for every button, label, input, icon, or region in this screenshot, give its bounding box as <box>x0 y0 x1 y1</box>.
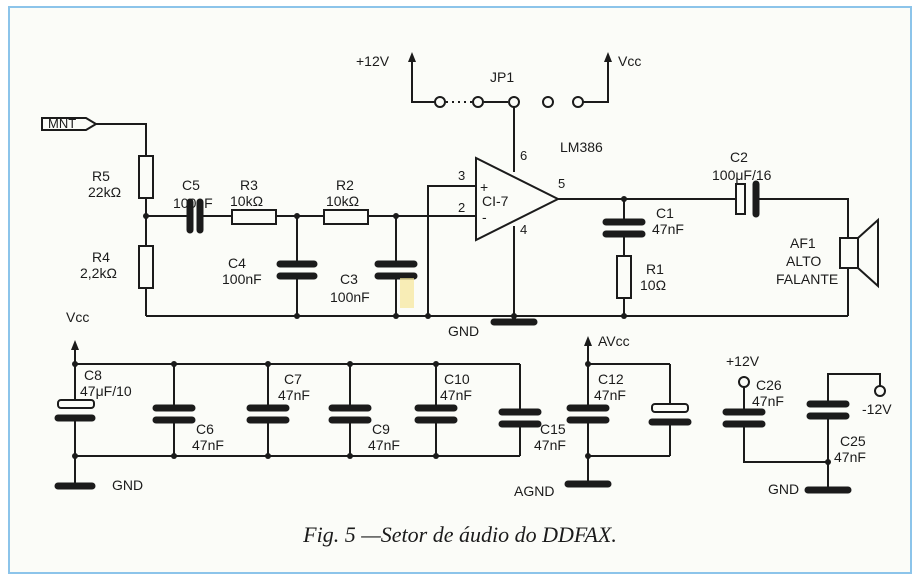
c2-label: C2 <box>730 149 748 165</box>
c9-label: C9 <box>372 421 390 437</box>
capacitor-c7 <box>246 404 290 424</box>
r3-label: R3 <box>240 177 258 193</box>
af1-line3: FALANTE <box>776 271 838 287</box>
minus12v-label: -12V <box>862 401 892 417</box>
capacitor-avcc-electrolytic <box>648 403 692 426</box>
c3-label: C3 <box>340 271 358 287</box>
r5-value: 22kΩ <box>88 184 121 200</box>
gnd-mid-label: GND <box>448 323 479 339</box>
capacitor-c5 <box>186 198 204 234</box>
c7-label: C7 <box>284 371 302 387</box>
resistor-r1 <box>616 255 632 299</box>
resistor-r2 <box>323 209 369 225</box>
c25-label: C25 <box>840 433 866 449</box>
r2-label: R2 <box>336 177 354 193</box>
figure-caption: Fig. 5 —Setor de áudio do DDFAX. <box>303 522 617 547</box>
c15-value: 47nF <box>534 437 566 453</box>
pin4-label: 4 <box>520 222 527 237</box>
r5-label: R5 <box>92 168 110 184</box>
c4-label: C4 <box>228 255 246 271</box>
highlight-mark <box>400 278 414 308</box>
r4-label: R4 <box>92 249 110 265</box>
plus12v-top-label: +12V <box>356 53 390 69</box>
capacitor-c1 <box>602 218 646 238</box>
capacitor-c9 <box>328 404 372 424</box>
jumper-jp1 <box>434 96 584 108</box>
capacitor-c8 <box>54 399 96 422</box>
c8-label: C8 <box>84 367 102 383</box>
avcc-label: AVcc <box>598 333 630 349</box>
c9-value: 47nF <box>368 437 400 453</box>
pin2-label: 2 <box>458 200 465 215</box>
capacitor-c2 <box>735 180 760 218</box>
speaker-af1 <box>839 217 879 289</box>
mnt-label: MNT <box>48 116 76 131</box>
r1-value: 10Ω <box>640 277 666 293</box>
resistor-r5 <box>138 155 154 199</box>
gnd-left-label: GND <box>112 477 143 493</box>
c26-label: C26 <box>756 377 782 393</box>
figure-frame <box>8 6 912 574</box>
c10-value: 47nF <box>440 387 472 403</box>
c6-value: 47nF <box>192 437 224 453</box>
lm386-amplifier <box>475 156 561 242</box>
af1-label: AF1 <box>790 235 816 251</box>
r3-value: 10kΩ <box>230 193 263 209</box>
c7-value: 47nF <box>278 387 310 403</box>
c15-label: C15 <box>540 421 566 437</box>
capacitor-c25 <box>806 400 850 420</box>
c5-value: 100nF <box>173 195 213 211</box>
vcc-top-label: Vcc <box>618 53 641 69</box>
minus-sign: - <box>482 209 487 225</box>
c5-label: C5 <box>182 177 200 193</box>
r2-value: 10kΩ <box>326 193 359 209</box>
c1-value: 47nF <box>652 221 684 237</box>
c1-label: C1 <box>656 205 674 221</box>
resistor-r4 <box>138 245 154 289</box>
jp1-label: JP1 <box>490 69 514 85</box>
c4-value: 100nF <box>222 271 262 287</box>
c12-value: 47nF <box>594 387 626 403</box>
plus-sign: + <box>480 179 488 195</box>
c12-label: C12 <box>598 371 624 387</box>
r4-value: 2,2kΩ <box>80 265 117 281</box>
capacitor-c15 <box>498 408 542 428</box>
mnt-input-tag <box>41 117 147 156</box>
resistor-r3 <box>231 209 277 225</box>
c25-value: 47nF <box>834 449 866 465</box>
c10-label: C10 <box>444 371 470 387</box>
c2-value: 100μF/16 <box>712 167 772 183</box>
lm386-label: LM386 <box>560 139 603 155</box>
pin6-label: 6 <box>520 148 527 163</box>
vcc-left-label: Vcc <box>66 309 89 325</box>
agnd-label: AGND <box>514 483 554 499</box>
c3-value: 100nF <box>330 289 370 305</box>
r1-label: R1 <box>646 261 664 277</box>
pin5-label: 5 <box>558 176 565 191</box>
pin3-label: 3 <box>458 168 465 183</box>
capacitor-c4 <box>276 260 318 280</box>
c26-value: 47nF <box>752 393 784 409</box>
af1-line2: ALTO <box>786 253 821 269</box>
capacitor-c12 <box>566 404 610 424</box>
gnd-right-label: GND <box>768 481 799 497</box>
capacitor-c3 <box>374 260 418 280</box>
plus12v-bottom-label: +12V <box>726 353 760 369</box>
c8-value: 47μF/10 <box>80 383 132 399</box>
ci7-label: CI-7 <box>482 193 509 209</box>
c6-label: C6 <box>196 421 214 437</box>
capacitor-c26 <box>722 408 766 428</box>
capacitor-c6 <box>152 404 196 424</box>
capacitor-c10 <box>414 404 458 424</box>
